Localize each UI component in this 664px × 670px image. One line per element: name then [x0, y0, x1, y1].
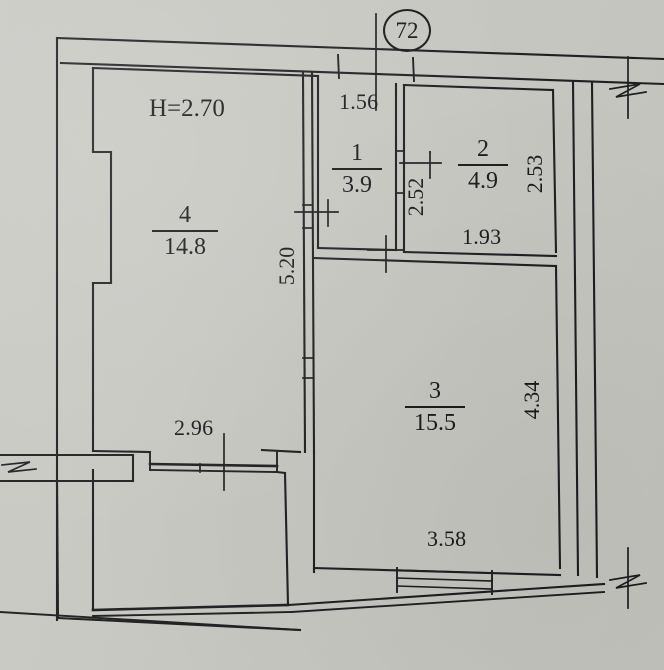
top-wall-divider-right: [412, 57, 415, 82]
break-symbol-top-right: [609, 83, 647, 98]
outer-wall-bottom-far-left: [0, 611, 302, 632]
dimension-1-93: 1.93: [462, 224, 502, 249]
room-1-divider: [332, 167, 382, 170]
window-line-1: [396, 569, 493, 574]
dimension-1-56: 1.56: [339, 89, 379, 114]
outer-wall-bottom-right-outer: [290, 590, 606, 614]
room-4-area: 14.8: [164, 233, 206, 260]
room-tag-2: 2 4.9: [458, 137, 508, 194]
spine-wall-right-face: [310, 70, 316, 454]
apartment-number-text: 72: [395, 17, 419, 43]
room-2-area: 4.9: [468, 167, 498, 194]
dimension-2-53: 2.53: [522, 154, 547, 194]
room-3-area: 15.5: [414, 409, 456, 436]
room-1-area: 3.9: [342, 171, 372, 198]
balcony-wall-top-right: [260, 448, 302, 454]
balcony-wall-right: [283, 471, 290, 607]
dimension-2-96: 2.96: [174, 415, 214, 440]
balcony-rail-inner: [149, 469, 278, 473]
room-2-divider: [458, 163, 508, 166]
room-4-divider: [152, 229, 218, 232]
room-1-number: 1: [351, 140, 363, 166]
room2-wall-right: [551, 88, 558, 254]
room-3-number: 3: [429, 378, 441, 404]
dimension-5-20: 5.20: [274, 246, 299, 286]
outer-wall-left-lower: [55, 479, 60, 620]
room-4-number: 4: [179, 202, 191, 228]
room2-wall-bottom: [402, 250, 558, 258]
window-line-2: [396, 577, 493, 582]
right-exterior-wall-outer: [590, 81, 599, 579]
balcony-wall-top-left: [91, 449, 152, 454]
outer-wall-top-inner: [59, 61, 664, 86]
room-tag-1: 1 3.9: [332, 141, 382, 198]
outer-wall-bottom-right-face: [286, 582, 606, 607]
room-2-number: 2: [477, 136, 489, 162]
balcony-wall-connector: [275, 470, 287, 475]
apartment-number-badge: 72: [383, 9, 431, 52]
room-3-divider: [405, 405, 465, 408]
break-symbol-left: [1, 461, 37, 473]
balcony-rail-outer: [148, 462, 279, 468]
right-exterior-wall-inner: [571, 80, 580, 577]
room3-wall-top: [312, 256, 558, 268]
dimension-4-34: 4.34: [519, 380, 544, 420]
spine-wall-left-face: [301, 70, 307, 454]
break-symbol-bottom-right: [609, 574, 647, 589]
dimension-2-52: 2.52: [403, 177, 428, 217]
balcony-wall-bottom-outer: [92, 611, 293, 617]
room-tag-3: 3 15.5: [405, 379, 465, 436]
balcony-wall-bottom: [91, 603, 290, 612]
room4-wall-top: [91, 66, 320, 78]
room-tag-4: 4 14.8: [152, 203, 218, 260]
room3-wall-right: [554, 264, 562, 570]
outer-wall-top-outer: [55, 36, 664, 61]
ceiling-height-label: H=2.70: [149, 95, 225, 122]
window-line-3: [396, 585, 493, 590]
top-wall-divider-left: [337, 54, 340, 79]
dimension-3-58: 3.58: [427, 526, 467, 551]
room2-wall-top: [402, 83, 555, 92]
